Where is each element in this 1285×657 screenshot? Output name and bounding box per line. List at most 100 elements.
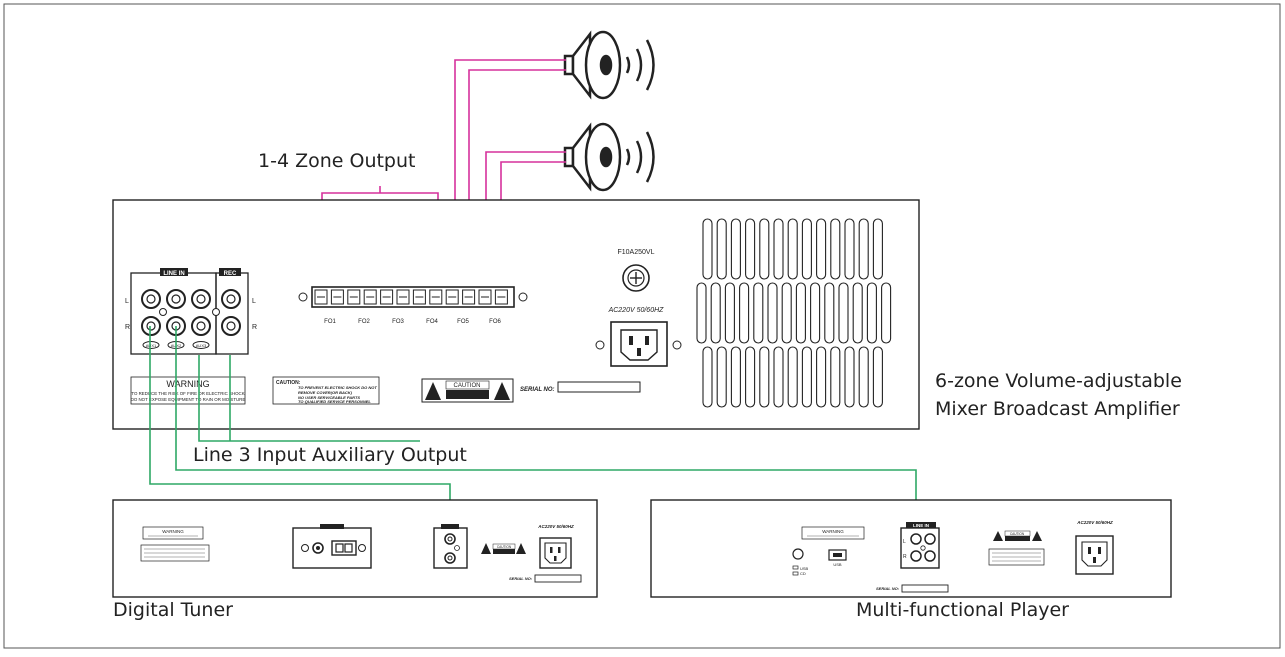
vent-slot — [852, 282, 863, 344]
tuner-caption: Digital Tuner — [113, 599, 233, 621]
svg-text:CAUTION:: CAUTION: — [276, 380, 301, 386]
fuse-icon — [622, 264, 650, 292]
screw-icon — [358, 544, 366, 552]
vent-slot — [801, 218, 812, 280]
player-caption: Multi-functional Player — [856, 599, 1069, 621]
svg-text:L: L — [903, 539, 906, 545]
svg-text:CAUTION: CAUTION — [1010, 532, 1025, 536]
svg-text:WARNING: WARNING — [822, 529, 844, 534]
terminal-strip — [298, 286, 528, 308]
screw-icon — [159, 308, 167, 316]
aux1-label: AUX1 — [146, 343, 157, 348]
rca-jack-icon — [924, 533, 936, 545]
rca-jack-icon — [910, 533, 922, 545]
svg-text:TO QUALIFIED SERVICE PERSONNEL: TO QUALIFIED SERVICE PERSONNEL — [298, 399, 371, 404]
player-power-label: AC220V 50/60HZ — [1076, 520, 1113, 525]
tuner-power-label: AC220V 50/60HZ — [537, 524, 574, 529]
rec-label: REC — [224, 271, 237, 277]
zone-label: FO2 — [358, 319, 370, 325]
vent-slot — [781, 282, 792, 344]
serial-box — [557, 381, 641, 393]
zone-labels: FO1 FO2 FO3 FO4 FO5 FO6 — [324, 319, 501, 325]
vent-slot — [816, 218, 827, 280]
vent-slot — [816, 346, 827, 408]
vent-slot — [795, 282, 806, 344]
player-line-in: LINE IN L R — [900, 522, 940, 569]
vent-slot — [753, 282, 764, 344]
vent-slot — [858, 218, 869, 280]
vent-slot — [881, 282, 892, 344]
line-in-label: LINE IN — [163, 271, 184, 277]
svg-text:DO NOT EXPOSE EQUIPMENT TO RAI: DO NOT EXPOSE EQUIPMENT TO RAIN OR MOIST… — [131, 397, 246, 402]
channel-r-label: R — [125, 324, 130, 331]
svg-text:NO USER SERVICEABLE PARTS: NO USER SERVICEABLE PARTS — [298, 395, 360, 400]
svg-text:TO PREVENT ELECTRIC SHOCK DO N: TO PREVENT ELECTRIC SHOCK DO NOT — [298, 385, 377, 390]
tuner-warning-label: WARNING — [140, 526, 210, 562]
vent-slot — [858, 346, 869, 408]
warning-label: WARNING TO REDUCE THE RISK OF FIRE OR EL… — [130, 376, 246, 405]
rec-r-label: R — [252, 324, 257, 331]
zone-label: FO4 — [426, 319, 438, 325]
tuner-serial-box — [534, 574, 582, 583]
vent-slot — [724, 282, 735, 344]
player-usb-ports: USB CD USB — [792, 548, 847, 576]
vent-slot — [767, 282, 778, 344]
outer-frame — [3, 3, 1281, 649]
channel-l-label: L — [125, 298, 129, 305]
svg-text:WARNING: WARNING — [166, 379, 209, 389]
vent-slot — [872, 346, 883, 408]
vent-slot — [730, 346, 741, 408]
aux3-label: AUX3 — [196, 343, 207, 348]
tuner-line-out — [433, 524, 468, 569]
vent-slot — [716, 346, 727, 408]
player-serial-label: SERIAL NO: — [876, 586, 900, 591]
power-socket-icon — [595, 321, 682, 367]
vent-slot — [844, 218, 855, 280]
antenna-input — [292, 524, 372, 569]
fuse-label: F10A250VL — [618, 249, 655, 256]
vent-slot — [810, 282, 821, 344]
vent-slot — [710, 282, 721, 344]
svg-text:CD: CD — [800, 571, 806, 576]
vent-slot — [702, 218, 713, 280]
power-socket-icon — [539, 537, 572, 569]
vent-slot — [745, 218, 756, 280]
player-warning-label: WARNING — [801, 526, 865, 540]
svg-text:TO REDUCE THE RISK OF FIRE OR: TO REDUCE THE RISK OF FIRE OR ELECTRIC S… — [131, 391, 244, 396]
aux-output-caption: Line 3 Input Auxiliary Output — [193, 444, 467, 466]
vent-slot — [696, 282, 707, 344]
vent-slot — [702, 346, 713, 408]
vent-slot — [830, 218, 841, 280]
vent-slot — [759, 346, 770, 408]
vent-slot — [824, 282, 835, 344]
svg-text:WARNING: WARNING — [162, 529, 184, 534]
svg-text:REMOVE COVER(OR BACK): REMOVE COVER(OR BACK) — [298, 390, 353, 395]
power-socket-icon — [1075, 535, 1114, 575]
rca-jack-icon — [910, 550, 922, 562]
rca-jack-icon — [924, 550, 936, 562]
amplifier-title-line-1: 6-zone Volume-adjustable — [935, 370, 1182, 392]
zone-label: FO3 — [392, 319, 404, 325]
vent-grille — [696, 218, 892, 408]
vent-slot — [730, 218, 741, 280]
caution-badge: CAUTION — [421, 378, 514, 403]
zone-label: FO6 — [489, 319, 501, 325]
vent-slot — [773, 346, 784, 408]
vent-slot — [866, 282, 877, 344]
tuner-serial-label: SERIAL NO: — [509, 576, 533, 581]
rec-l-label: L — [252, 298, 256, 305]
vent-slot — [773, 218, 784, 280]
amplifier-title-line-2: Mixer Broadcast Amplifier — [935, 398, 1180, 420]
line-in-tag — [160, 268, 188, 276]
screw-icon — [298, 292, 308, 302]
vent-slot — [739, 282, 750, 344]
screw-icon — [454, 545, 460, 551]
zone-label: FO1 — [324, 319, 336, 325]
zone-label: FO5 — [457, 319, 469, 325]
svg-text:LINE IN: LINE IN — [913, 523, 929, 528]
rca-jacks — [141, 289, 241, 336]
screw-icon — [301, 544, 309, 552]
vent-slot — [801, 346, 812, 408]
